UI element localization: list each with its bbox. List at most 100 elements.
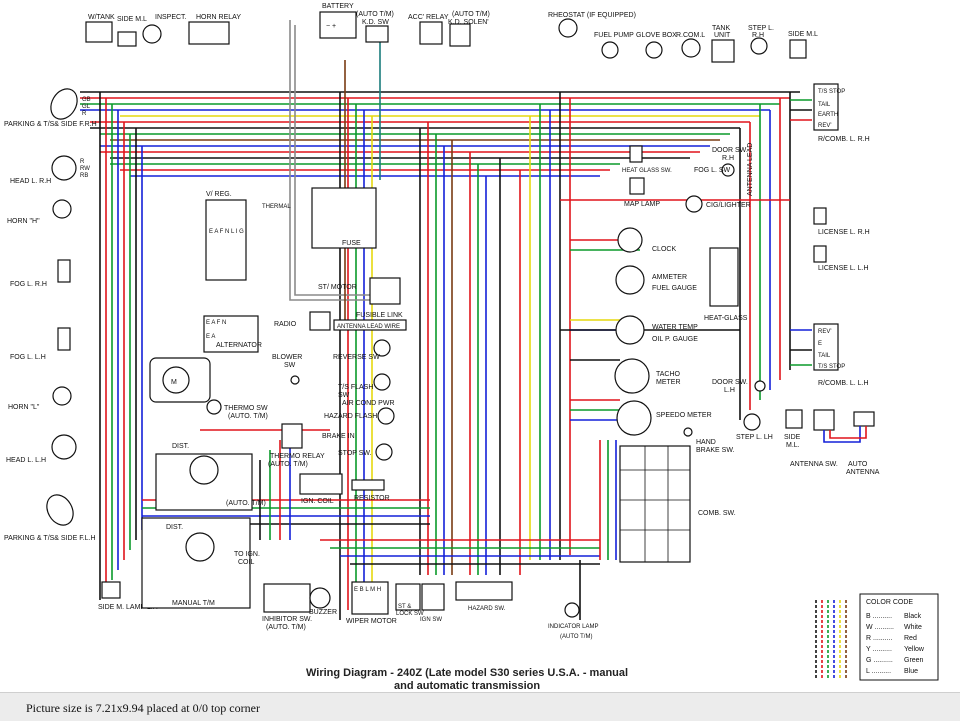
distributor-manual: DIST. TO IGN. COIL MANUAL T/M — [141, 517, 260, 609]
hazard-flasher: HAZARD FLASH — [324, 407, 395, 425]
svg-text:SIDE M.L: SIDE M.L — [117, 16, 147, 23]
horn-l: HORN "L" — [8, 386, 72, 411]
svg-text:E B L M H: E B L M H — [354, 587, 381, 593]
svg-text:ALTERNATOR: ALTERNATOR — [216, 342, 262, 349]
step-lamp-lh: STEP L. LH — [736, 413, 773, 441]
svg-text:− +: − + — [326, 23, 336, 30]
legend-code-W: W .......... — [866, 624, 894, 631]
fog-lamp-lh: FOG L. L.H — [10, 327, 71, 361]
thermo-relay: THERMO RELAY (AUTO. T/M) — [268, 423, 325, 468]
svg-text:STOP SW.: STOP SW. — [338, 450, 372, 457]
svg-text:ST/ MOTOR: ST/ MOTOR — [318, 284, 357, 291]
combination-switch: COMB. SW. — [619, 445, 736, 563]
svg-text:E A F N: E A F N — [206, 320, 226, 326]
caption-line-1: Wiring Diagram - 240Z (Late model S30 se… — [306, 667, 628, 679]
svg-text:BLOWER: BLOWER — [272, 354, 302, 361]
svg-text:INHIBITOR SW.: INHIBITOR SW. — [262, 616, 312, 623]
svg-text:THERMO RELAY: THERMO RELAY — [270, 453, 325, 460]
svg-text:TO IGN.: TO IGN. — [234, 551, 260, 558]
door-switch-lh: DOOR SW. L.H — [712, 379, 766, 394]
brake-in: BRAKE IN — [322, 433, 355, 440]
inspect-lamp: INSPECT. — [142, 14, 187, 44]
svg-text:IGN. COIL: IGN. COIL — [301, 498, 334, 505]
license-lamp-rh: LICENSE L. R.H — [813, 207, 870, 236]
svg-text:DIST.: DIST. — [166, 524, 183, 531]
svg-text:FOG L. R.H: FOG L. R.H — [10, 281, 47, 288]
status-bar: Picture size is 7.21x9.94 placed at 0/0 … — [0, 692, 960, 721]
svg-text:ANTENNA: ANTENNA — [846, 469, 880, 476]
svg-text:ACC' RELAY: ACC' RELAY — [408, 14, 449, 21]
svg-text:HORN "L": HORN "L" — [8, 404, 40, 411]
svg-text:(AUTO. T/M): (AUTO. T/M) — [268, 461, 308, 468]
distributor-auto: DIST. (AUTO. T/M) — [155, 443, 266, 511]
svg-text:METER: METER — [656, 379, 681, 386]
wiring-diagram: W/TANK SIDE M.L INSPECT. HORN RELAY BATT… — [4, 3, 939, 692]
legend-name-L: Blue — [904, 668, 918, 675]
svg-text:(AUTO T/M): (AUTO T/M) — [452, 11, 490, 18]
svg-text:REVERSE SW: REVERSE SW — [333, 354, 380, 361]
svg-text:REV': REV' — [818, 123, 831, 129]
svg-text:THERMO SW: THERMO SW — [224, 405, 268, 412]
svg-text:(AUTO. T/M): (AUTO. T/M) — [228, 413, 268, 420]
resistor: RESISTOR — [351, 479, 390, 502]
svg-text:E: E — [818, 341, 822, 347]
acc-relay: ACC' RELAY — [408, 14, 449, 45]
hand-brake-switch: HAND BRAKE SW. — [683, 427, 735, 454]
svg-text:M.L.: M.L. — [786, 442, 800, 449]
svg-text:FUEL GAUGE: FUEL GAUGE — [652, 285, 697, 292]
svg-text:BRAKE SW.: BRAKE SW. — [696, 447, 735, 454]
thermo-switch: THERMO SW (AUTO. T/M) — [206, 399, 268, 420]
fog-lamp-switch: FOG L. SW — [694, 167, 731, 174]
svg-text:SIDE M.L: SIDE M.L — [788, 31, 818, 38]
svg-text:STEP L. LH: STEP L. LH — [736, 434, 773, 441]
svg-text:INDICATOR LAMP: INDICATOR LAMP — [548, 624, 598, 630]
svg-text:BUZZER: BUZZER — [309, 609, 337, 616]
svg-text:SW: SW — [338, 392, 350, 399]
svg-text:(AUTO T/M): (AUTO T/M) — [560, 634, 592, 640]
rheostat: RHEOSTAT (IF EQUIPPED) — [548, 12, 636, 38]
svg-text:MANUAL T/M: MANUAL T/M — [172, 600, 215, 607]
svg-text:THERMAL: THERMAL — [262, 204, 291, 210]
svg-text:(AUTO. T/M): (AUTO. T/M) — [266, 624, 306, 631]
tachometer: TACHO METER — [614, 358, 681, 394]
fuel-pump: FUEL PUMP — [594, 32, 634, 59]
heat-glass: HEAT-GLASS — [704, 247, 748, 322]
svg-text:FOG L. L.H: FOG L. L.H — [10, 354, 46, 361]
svg-text:L.H: L.H — [724, 387, 735, 394]
svg-text:DOOR SW.: DOOR SW. — [712, 379, 748, 386]
glove-box-lamp: GLOVE BOX — [636, 32, 677, 59]
svg-text:HAZARD FLASH: HAZARD FLASH — [324, 413, 377, 420]
svg-text:HORN "H": HORN "H" — [7, 218, 40, 225]
inhibitor-switch: INHIBITOR SW. (AUTO. T/M) — [262, 583, 312, 631]
svg-text:E A: E A — [206, 334, 215, 340]
svg-text:T/S FLASH: T/S FLASH — [338, 384, 373, 391]
legend-code-B: B .......... — [866, 613, 892, 620]
svg-text:FUSIBLE LINK: FUSIBLE LINK — [356, 312, 403, 319]
legend-name-G: Green — [904, 657, 924, 664]
side-marker-lamp-lh: SIDE M. LAMP L.H — [98, 581, 158, 611]
speedometer: SPEEDO METER — [616, 400, 712, 436]
side-marker-rh: SIDE M.L — [117, 16, 147, 47]
thermal-relay: THERMAL — [262, 204, 291, 210]
svg-text:DOOR SW.: DOOR SW. — [712, 147, 748, 154]
legend-name-W: White — [904, 624, 922, 631]
status-text: Picture size is 7.21x9.94 placed at 0/0 … — [26, 701, 260, 715]
w-tank-switch: W/TANK — [85, 14, 115, 43]
svg-text:MAP LAMP: MAP LAMP — [624, 201, 660, 208]
svg-text:TANK: TANK — [712, 25, 730, 32]
blower-motor: M — [149, 357, 211, 403]
alternator: E A F N E A ALTERNATOR — [203, 315, 262, 353]
svg-text:R.H: R.H — [752, 32, 764, 39]
svg-text:E A F N L I G: E A F N L I G — [209, 229, 244, 235]
svg-text:GL: GL — [82, 104, 91, 110]
svg-text:R: R — [82, 111, 87, 117]
svg-text:UNIT: UNIT — [714, 32, 731, 39]
door-switch-rh: DOOR SW. R.H — [712, 147, 748, 177]
svg-text:HAND: HAND — [696, 439, 716, 446]
svg-text:WIPER MOTOR: WIPER MOTOR — [346, 618, 397, 625]
svg-text:HEAD L. R.H: HEAD L. R.H — [10, 178, 51, 185]
svg-text:LICENSE L. L.H: LICENSE L. L.H — [818, 265, 869, 272]
svg-text:V/ REG.: V/ REG. — [206, 191, 232, 198]
svg-text:RHEOSTAT (IF EQUIPPED): RHEOSTAT (IF EQUIPPED) — [548, 12, 636, 19]
